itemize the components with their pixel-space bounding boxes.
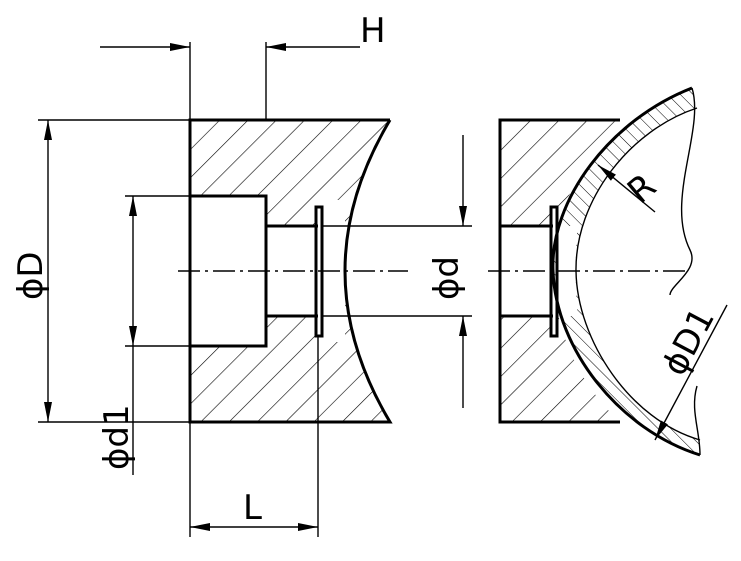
left-body-outline bbox=[188, 118, 393, 424]
dimension-d1: ϕd1 bbox=[97, 195, 190, 475]
through-hole bbox=[266, 224, 318, 318]
dimension-D: ϕD bbox=[11, 119, 190, 423]
label-d1: ϕd1 bbox=[97, 404, 137, 470]
right-section-view bbox=[488, 86, 701, 457]
dimension-d: ϕd bbox=[322, 135, 472, 408]
left-section-view bbox=[178, 118, 408, 424]
label-H: H bbox=[360, 11, 386, 51]
dimension-D1: ϕD1 bbox=[654, 301, 728, 441]
shell-hatch bbox=[552, 88, 700, 455]
break-line-lower bbox=[693, 385, 701, 456]
break-line bbox=[669, 87, 696, 296]
right-hole bbox=[500, 224, 553, 318]
label-L: L bbox=[243, 488, 262, 528]
label-d: ϕd bbox=[427, 256, 467, 300]
label-D: ϕD bbox=[11, 251, 51, 300]
label-D1: ϕD1 bbox=[655, 301, 723, 382]
dimension-L: L bbox=[189, 336, 319, 537]
right-body-hatch bbox=[500, 120, 620, 422]
label-R: R bbox=[620, 166, 664, 212]
dimension-H: H bbox=[100, 11, 386, 120]
